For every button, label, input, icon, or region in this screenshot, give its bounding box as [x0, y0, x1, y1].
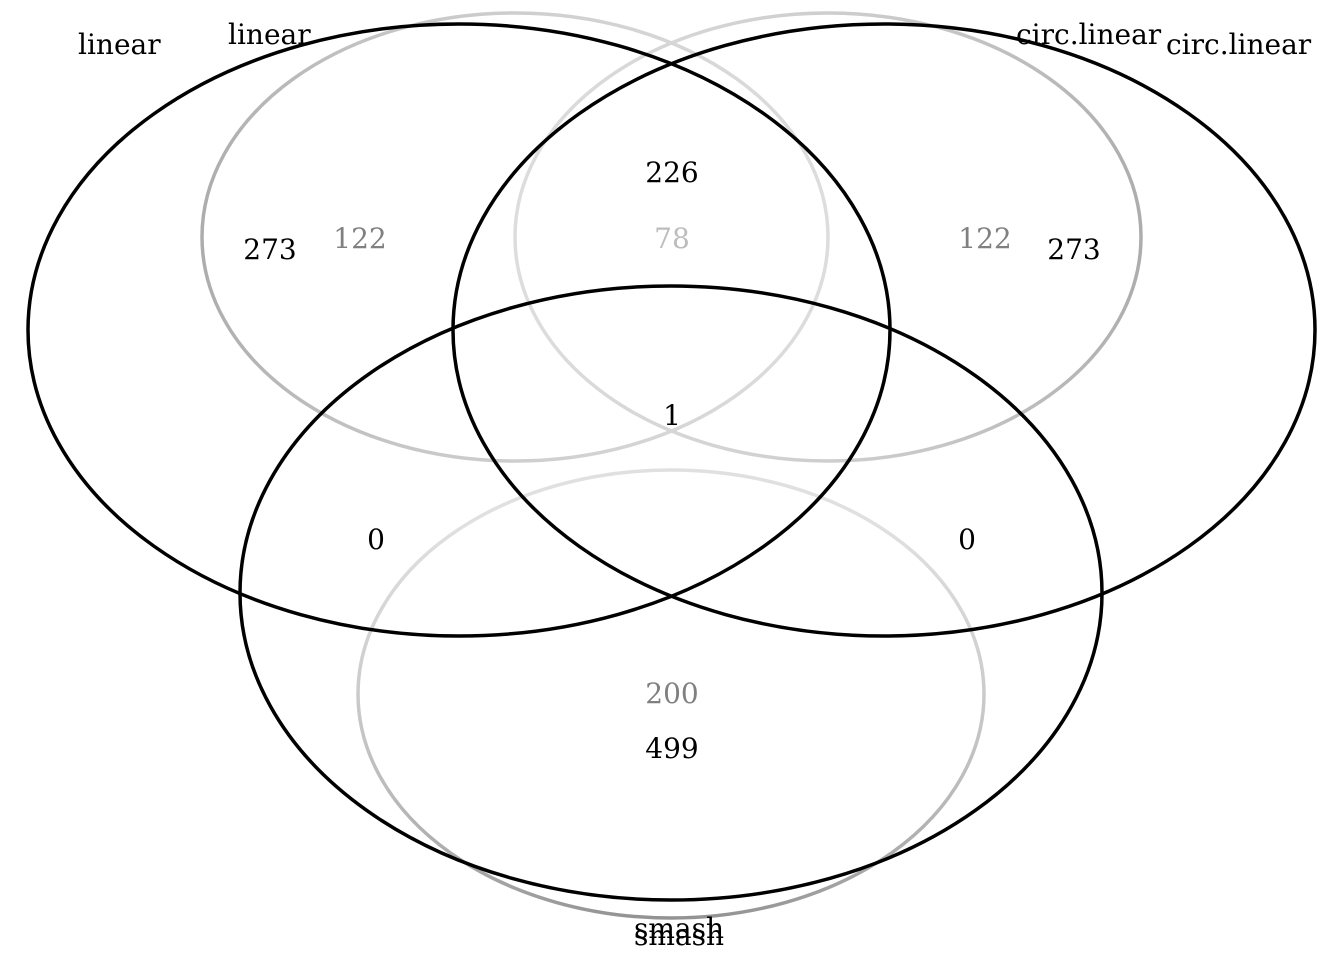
outer-count-circ-linear-only: 273: [1047, 233, 1100, 266]
outer-count-linear-and-smash: 0: [367, 523, 385, 556]
outer-set-label-circ-linear: circ.linear: [1166, 28, 1312, 61]
outer-count-all-three: 1: [663, 399, 681, 432]
inner-count-linear-and-circ-linear: 78: [654, 222, 690, 255]
inner-count-circ-linear-only: 122: [958, 222, 1011, 255]
inner-set-label-linear: linear: [228, 18, 311, 51]
outer-count-linear-only: 273: [243, 233, 296, 266]
inner-set-label-smash: smash: [634, 912, 724, 945]
inner-circ-linear-ellipse: [513, 11, 1143, 463]
inner-smash-ellipse: [356, 468, 986, 920]
outer-set-label-smash: smash: [634, 919, 724, 952]
outer-circ-linear-ellipse: [451, 22, 1317, 638]
outer-smash-ellipse: [238, 284, 1104, 902]
outer-set-label-linear: linear: [78, 28, 161, 61]
outer-count-smash-only: 499: [645, 732, 698, 765]
outer-count-circ-linear-and-smash: 0: [958, 523, 976, 556]
inner-linear-ellipse: [200, 11, 830, 463]
inner-count-linear-only: 122: [333, 222, 386, 255]
outer-linear-ellipse: [26, 22, 892, 638]
inner-set-label-circ-linear: circ.linear: [1016, 18, 1162, 51]
inner-count-smash-only: 200: [645, 677, 698, 710]
outer-count-linear-and-circ-linear: 226: [645, 156, 698, 189]
